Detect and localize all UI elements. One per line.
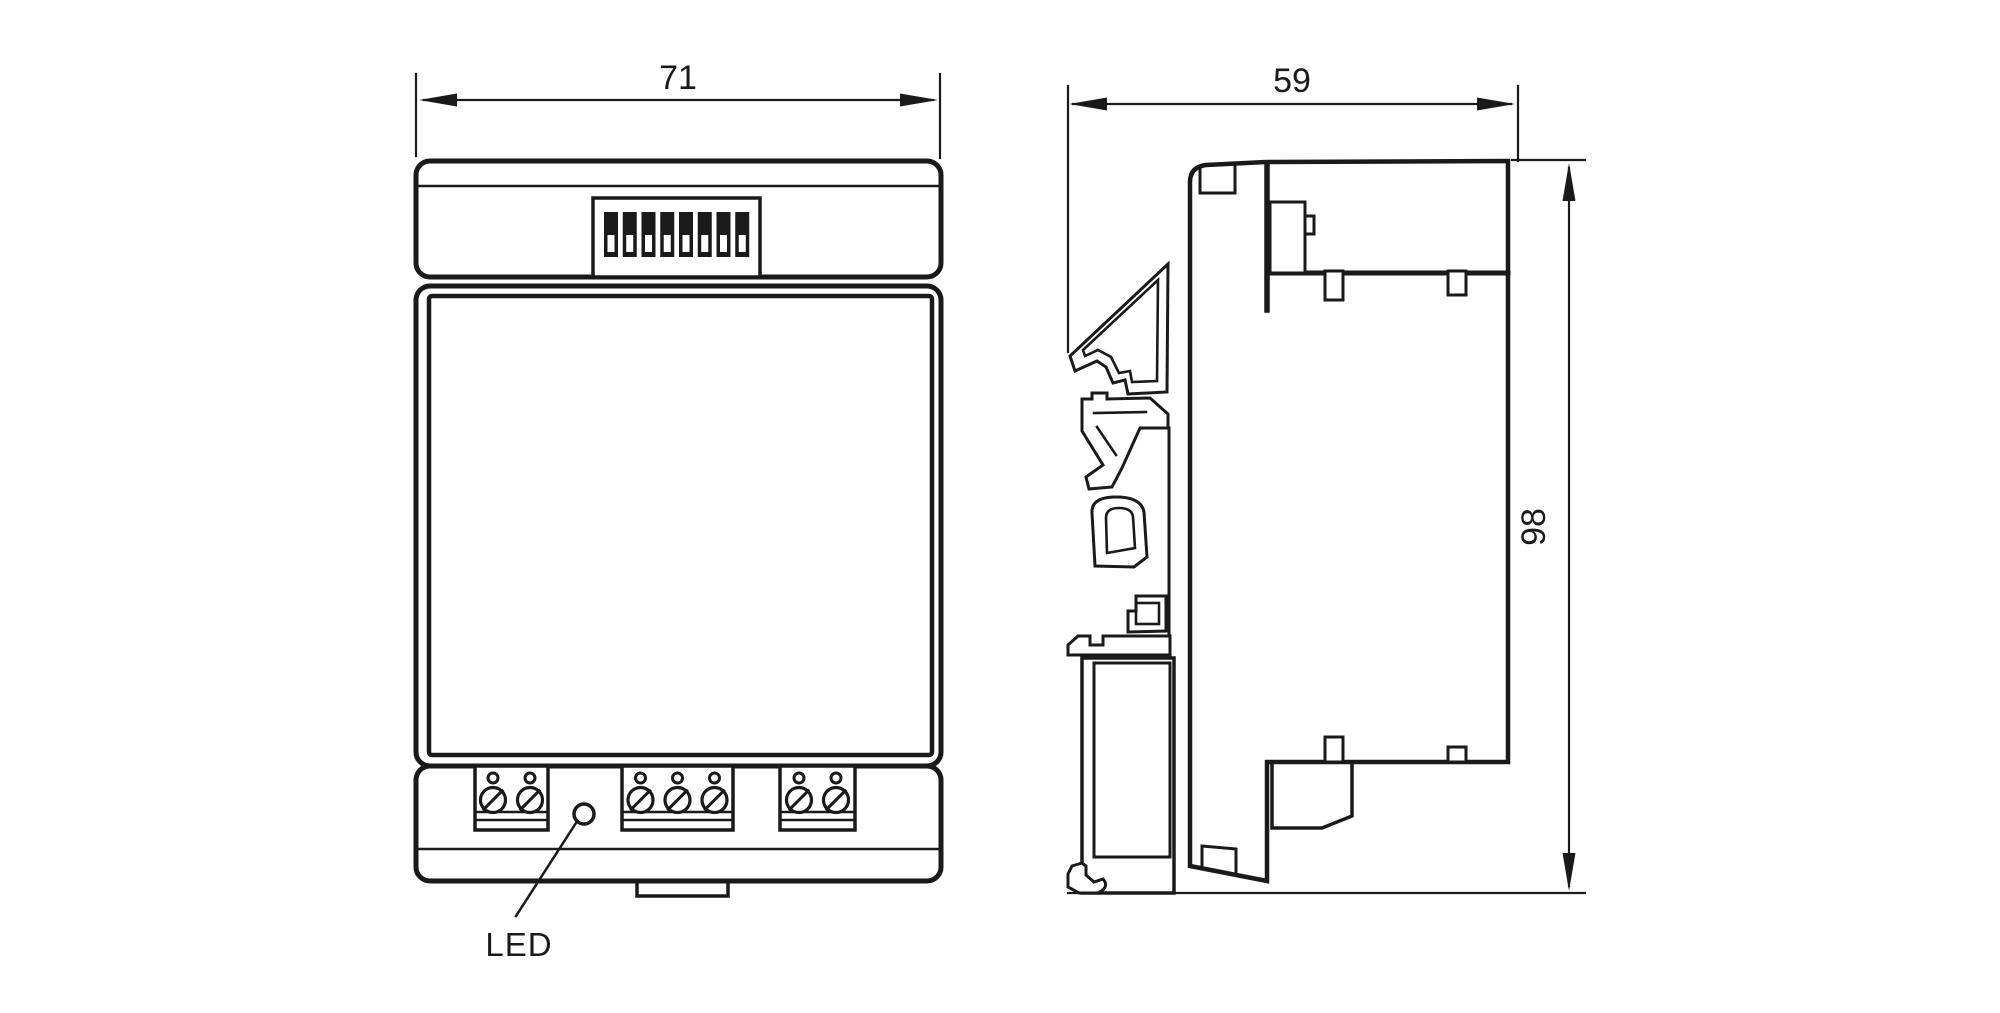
clip-upper-hook [1068,260,1170,396]
dimension-value: 59 [1273,62,1311,100]
dimension-value: 98 [1515,508,1553,546]
dimension-depth-59: 59 [1066,62,1520,354]
terminal-wire-port [634,771,647,785]
clip-arch-hook-inner [1104,506,1137,555]
terminal-block [620,764,735,832]
terminal-block-profile [1270,762,1354,830]
terminal-blocks [473,764,857,832]
dip-switch-slider [645,235,652,252]
dimension-height-98: 98 [1510,158,1587,891]
dimension-value: 71 [659,59,697,97]
clip-lower-tooth [1126,594,1168,634]
clip-tab [1323,269,1345,302]
arrowhead-up-icon [1562,163,1576,201]
terminal-screw-slot [703,788,726,812]
terminal-screw-slot [824,788,848,812]
dip-switch-block [591,196,762,279]
terminal-block [473,764,550,832]
dip-switch-slider [738,235,746,252]
terminal-screw-slot [666,788,689,812]
clip-tab [1446,269,1468,297]
dip-switch-slider [626,235,634,252]
dip-switch-slider [663,235,671,252]
clip-slider-body-inner [1092,661,1172,859]
terminal-wire-port [708,771,721,785]
clip-slider-bar [1066,634,1172,657]
dip-switch-slider [607,235,615,252]
clip-tab [1446,745,1468,764]
dip-switch-slider [701,235,709,252]
terminal-block [778,764,857,832]
clip-spring-arm [1080,391,1170,491]
arrowhead-down-icon [1562,853,1576,891]
terminal-wire-port [486,771,500,785]
dip-switch-block-switches [604,212,750,257]
dip-switch-slider [720,235,727,252]
arrowhead-right-icon [1477,97,1515,111]
terminal-wire-port [523,771,537,785]
terminal-wire-port [671,771,684,785]
clip-spring-arm-inner [1092,410,1148,457]
arrowhead-right-icon [900,93,938,107]
clip-lower-tooth-inner [1134,601,1161,626]
arrowhead-left-icon [419,93,457,107]
terminal-screw-slot [629,788,652,812]
side-view: 59 98 [1066,62,1587,895]
dip-switch-frame [591,196,762,279]
terminal-screw-slot [787,788,811,812]
arrowhead-left-icon [1069,97,1107,111]
led-label: LED [485,926,552,963]
clip-upper-hook-inner [1081,276,1160,384]
terminal-wire-port [829,771,843,785]
dip-recess-latch [1303,214,1316,236]
dimension-width-71: 71 [414,59,942,160]
led-indicator [572,802,596,826]
front-panel [426,293,935,758]
dip-recess [1268,200,1307,275]
dip-switch-slider [682,235,690,252]
led-leader-line [514,821,578,918]
terminal-screw-slot [481,788,505,812]
front-view: 71 LED [413,59,944,963]
terminal-wire-port [792,771,806,785]
din-rail-clip [1066,260,1176,895]
terminal-screw-slot [518,788,542,812]
side-housing-outline [1187,158,1511,884]
clip-tab [1323,735,1345,764]
clip-slider-foot [1066,861,1108,895]
top-notch [1198,164,1237,195]
bottom-notch [1200,844,1238,877]
din-mount-tab [635,879,730,898]
